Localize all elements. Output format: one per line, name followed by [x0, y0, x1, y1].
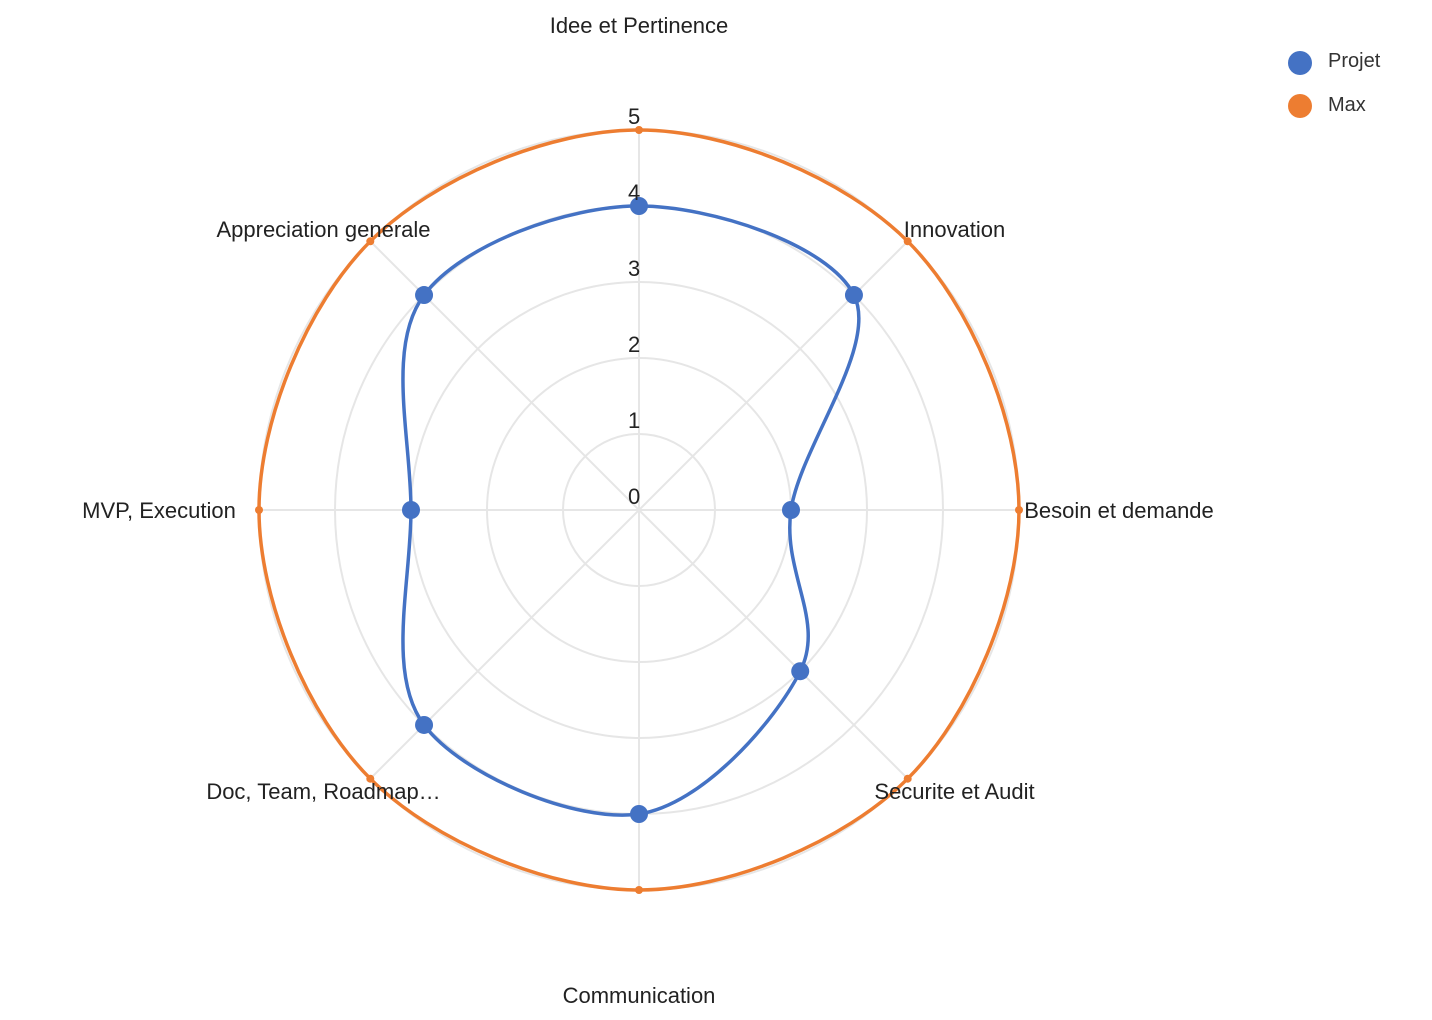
axis-label-7: Appreciation generale [216, 217, 430, 242]
tick-label-0: 0 [628, 484, 640, 509]
legend-item-projet[interactable]: Projet [1288, 50, 1381, 75]
grid-spoke-1 [638, 240, 909, 511]
axis-label-0: Idee et Pertinence [550, 13, 729, 38]
data-point-max-6 [255, 506, 263, 514]
legend: Projet Max [1288, 50, 1381, 118]
axis-label-5: Doc, Team, Roadmap… [206, 779, 440, 804]
grid-spoke-3 [638, 509, 909, 780]
legend-item-max[interactable]: Max [1288, 94, 1366, 118]
data-point-projet-0 [630, 197, 648, 215]
data-point-max-1 [903, 237, 912, 246]
data-point-max-3 [903, 774, 912, 783]
series-max [255, 126, 1023, 894]
legend-marker-projet [1288, 51, 1312, 75]
data-point-max-4 [635, 886, 643, 894]
legend-label-projet: Projet [1328, 50, 1381, 72]
axis-label-2: Besoin et demande [1024, 498, 1214, 523]
series-layer [255, 126, 1023, 894]
axis-label-4: Communication [563, 983, 716, 1008]
axis-label-6: MVP, Execution [82, 498, 236, 523]
data-point-max-2 [1015, 506, 1023, 514]
data-point-projet-4 [630, 805, 648, 823]
data-point-max-0 [635, 126, 643, 134]
series-projet [401, 197, 863, 823]
legend-marker-max [1288, 94, 1312, 118]
axis-label-3: Securite et Audit [874, 779, 1034, 804]
data-point-projet-1 [844, 286, 863, 305]
tick-label-2: 2 [628, 332, 640, 357]
grid-spoke-7 [369, 240, 640, 511]
radial-tick-labels: 0 1 2 3 4 5 [628, 104, 640, 509]
data-point-projet-6 [402, 501, 420, 519]
tick-label-3: 3 [628, 256, 640, 281]
data-point-projet-7 [415, 286, 434, 305]
tick-label-4: 4 [628, 180, 640, 205]
grid-spoke-5 [369, 509, 640, 780]
data-point-projet-2 [782, 501, 800, 519]
axis-label-1: Innovation [904, 217, 1006, 242]
data-point-max-7 [366, 237, 375, 246]
tick-label-1: 1 [628, 408, 640, 433]
data-point-max-5 [366, 774, 375, 783]
legend-label-max: Max [1328, 94, 1366, 116]
tick-label-5: 5 [628, 104, 640, 129]
data-point-projet-3 [791, 662, 810, 681]
data-point-projet-5 [415, 715, 434, 734]
